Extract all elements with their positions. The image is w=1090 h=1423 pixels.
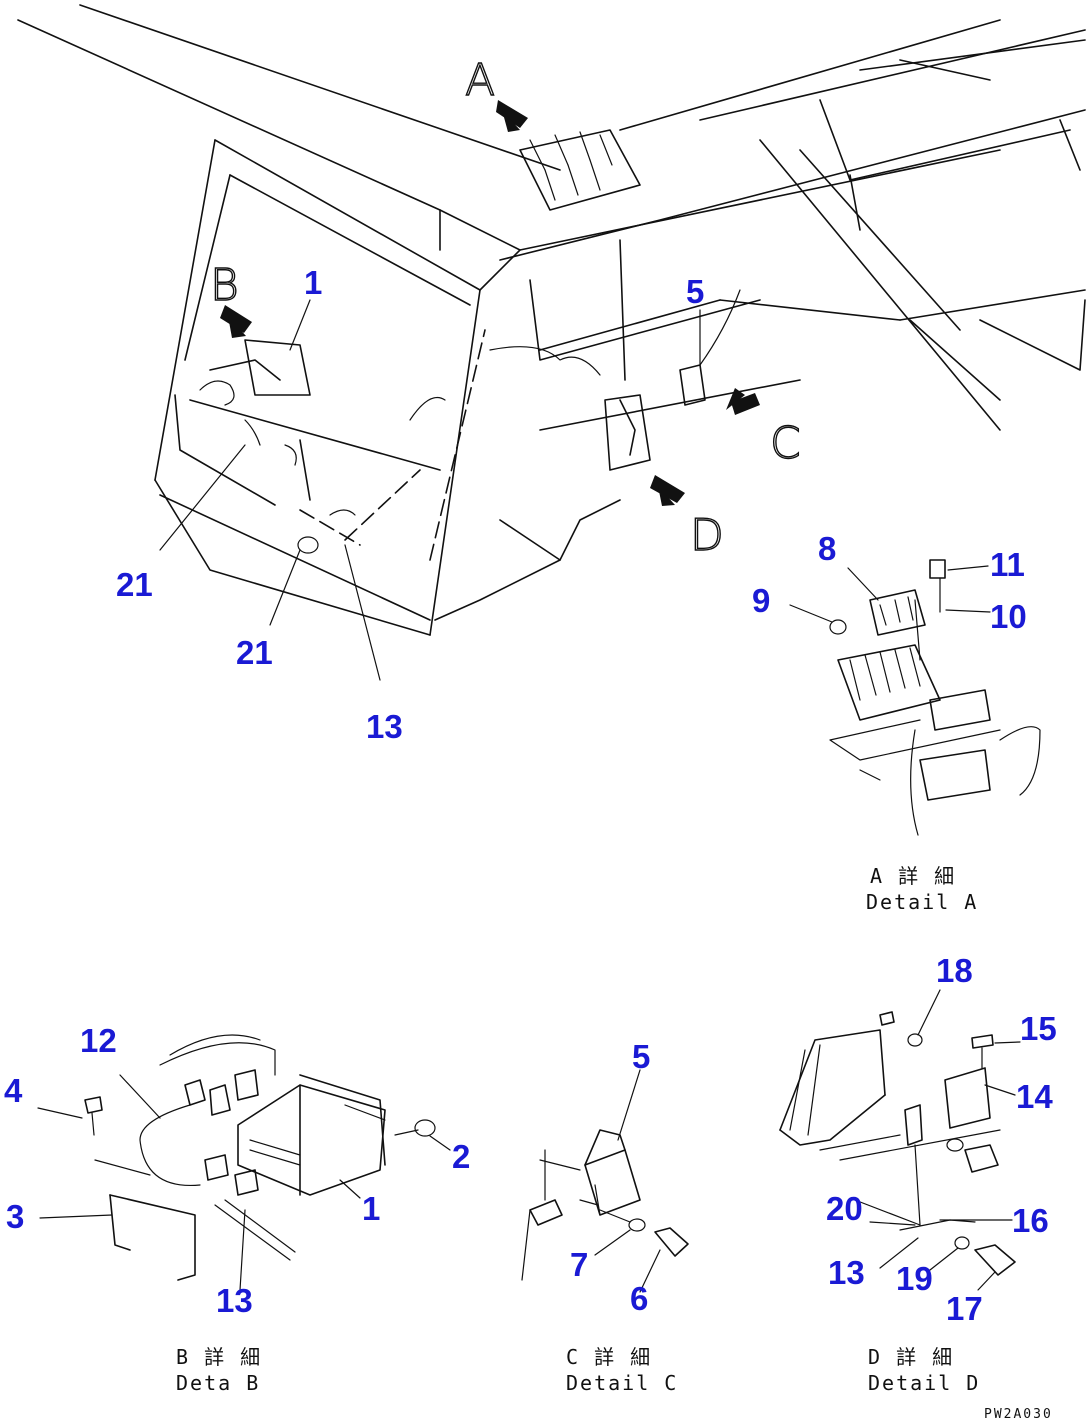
callout-d-15: 15 [1020, 1010, 1057, 1047]
detail-a-leaders [789, 565, 991, 623]
view-letter-a: A [465, 55, 495, 106]
callout-a-10: 10 [990, 598, 1027, 635]
callout-main-21a: 21 [116, 566, 153, 603]
caption-detail-d-en: Detail D [868, 1371, 980, 1395]
detail-c-leaders [594, 1069, 661, 1293]
cab-outline [17, 4, 1086, 636]
drawing-code: PW2A030 [984, 1407, 1053, 1422]
caption-detail-a-jp: A 詳 細 [870, 864, 956, 888]
callout-main-1: 1 [304, 264, 322, 301]
caption-detail-b-en: Deta B [176, 1371, 260, 1395]
callout-main-21b: 21 [236, 634, 273, 671]
callout-main-13: 13 [366, 708, 403, 745]
detail-c-drawing [521, 1129, 689, 1281]
callout-b-12: 12 [80, 1022, 117, 1059]
callout-b-4: 4 [4, 1072, 23, 1109]
caption-detail-b-jp: B 詳 細 [176, 1345, 262, 1369]
main-leaders [159, 299, 701, 681]
callout-a-9: 9 [752, 582, 770, 619]
detail-b-leaders [37, 1074, 451, 1291]
view-arrows [220, 100, 760, 506]
callout-d-14: 14 [1016, 1078, 1053, 1115]
callout-d-18: 18 [936, 952, 973, 989]
callout-b-1: 1 [362, 1190, 380, 1227]
callout-b-2: 2 [452, 1138, 470, 1175]
callout-c-7: 7 [570, 1246, 588, 1283]
component-1-main [199, 339, 356, 554]
caption-detail-a-en: Detail A [866, 890, 978, 914]
view-letter-b: B [210, 260, 239, 311]
callout-main-5: 5 [686, 273, 704, 310]
callout-d-13: 13 [828, 1254, 865, 1291]
callout-d-19: 19 [896, 1260, 933, 1297]
view-letter-c: C [770, 418, 801, 469]
relay-box-main [519, 129, 641, 211]
callout-a-8: 8 [818, 530, 836, 567]
callout-d-20: 20 [826, 1190, 863, 1227]
component-5-main [409, 289, 741, 421]
callout-c-6: 6 [630, 1280, 648, 1317]
callout-d-17: 17 [946, 1290, 983, 1327]
detail-a-drawing [829, 559, 1041, 836]
callout-b-3: 3 [6, 1198, 24, 1235]
caption-detail-c-en: Detail C [566, 1371, 678, 1395]
detail-d-leaders [869, 989, 1021, 1291]
detail-d-drawing [779, 1011, 1016, 1276]
caption-detail-d-jp: D 詳 細 [868, 1345, 954, 1369]
caption-detail-c-jp: C 詳 細 [566, 1345, 652, 1369]
callout-a-11: 11 [990, 546, 1025, 583]
callout-b-13: 13 [216, 1282, 253, 1319]
detail-b-drawing [84, 1034, 436, 1281]
callout-c-5: 5 [632, 1038, 650, 1075]
callout-d-16: 16 [1012, 1202, 1049, 1239]
view-letter-d: D [690, 510, 724, 561]
